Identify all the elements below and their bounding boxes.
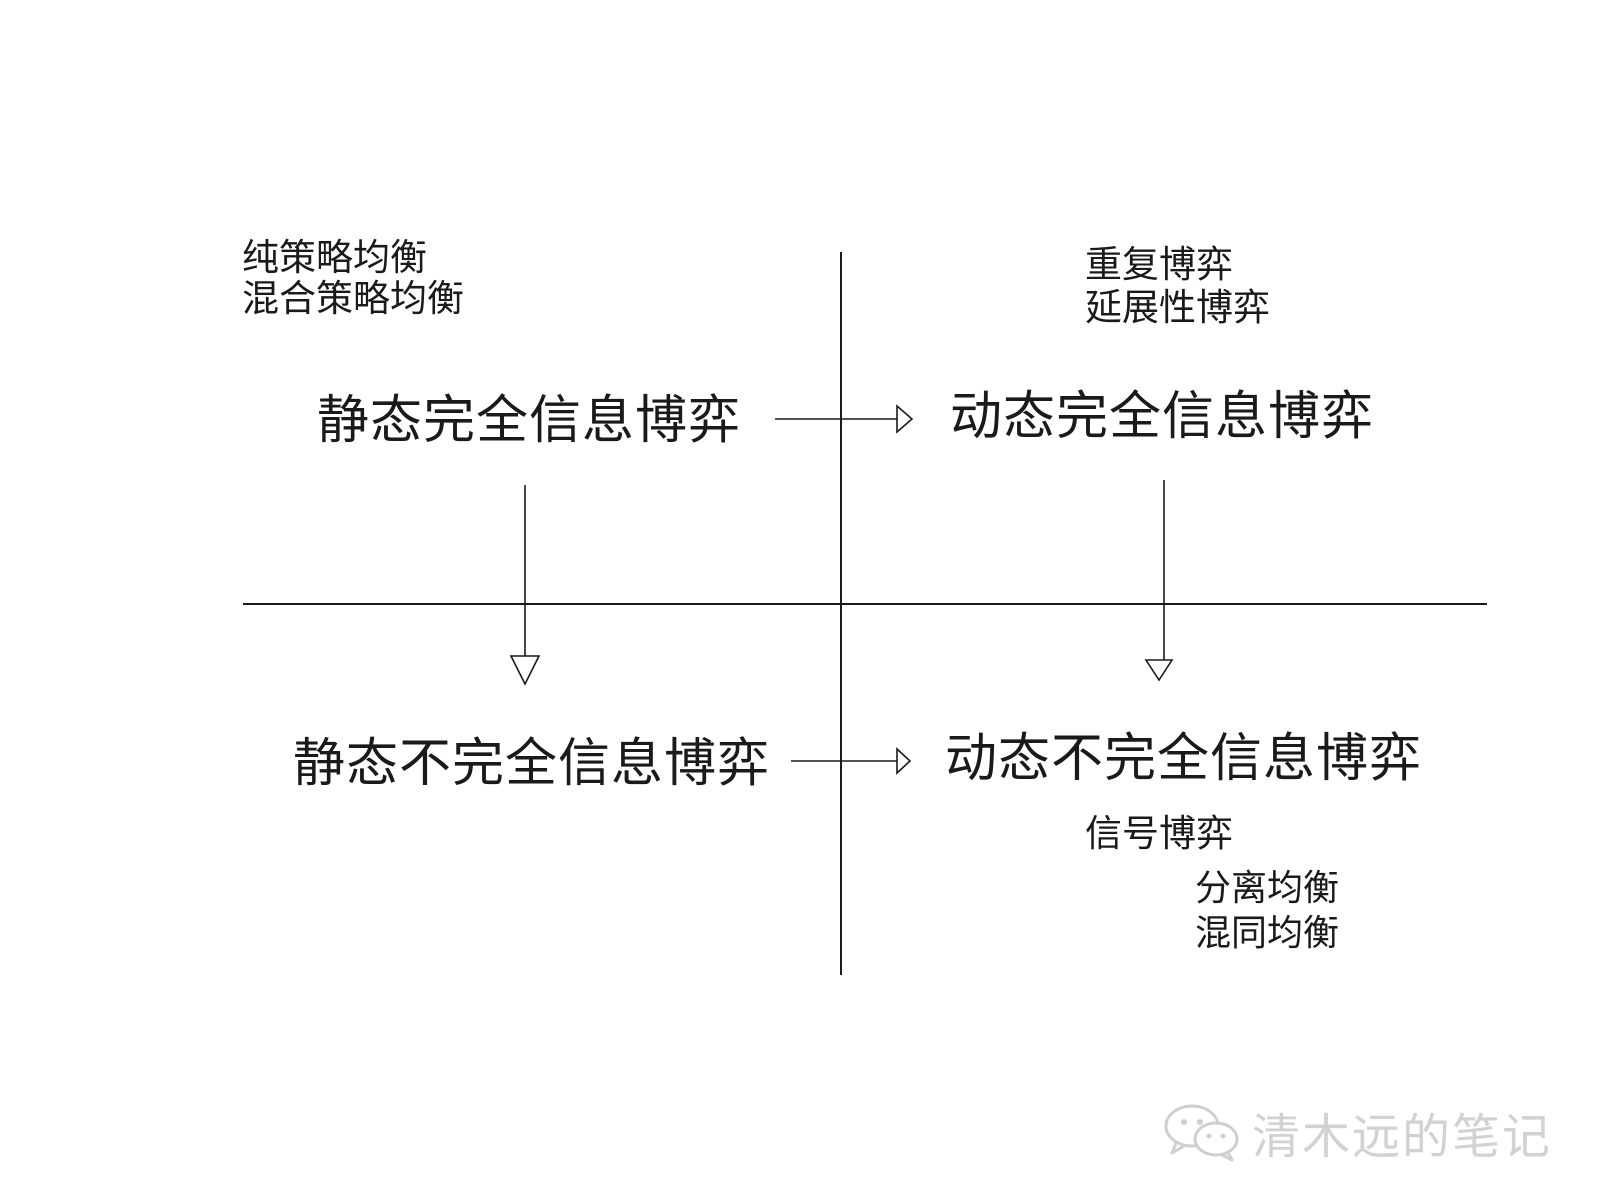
br-title-text: 动态不完全信息博弈 [945,729,1423,789]
br-note-1: 信号博弈 [1085,812,1233,855]
arrow-top-head [896,404,914,434]
arrow-left-head [509,655,541,686]
tr-title: 动态完全信息博弈 [950,387,1375,447]
tr-note-2: 延展性博弈 [1085,286,1270,329]
wechat-icon [1164,1104,1239,1162]
watermark: 清木远的笔记 [1162,1097,1552,1167]
br-subnote-1: 分离均衡 [1195,868,1340,909]
br-subnote-2: 混同均衡 [1195,913,1340,954]
watermark-text: 清木远的笔记 [1252,1109,1553,1165]
arrow-right-head [1144,659,1174,682]
tr-note-1: 重复博弈 [1085,243,1233,286]
arrow-bottom-head [896,747,912,775]
tl-title: 静态完全信息博弈 [317,391,742,451]
tl-note-1: 纯策略均衡 [242,236,427,279]
tl-note-2: 混合策略均衡 [242,277,464,320]
bl-title: 静态不完全信息博弈 [293,734,771,794]
